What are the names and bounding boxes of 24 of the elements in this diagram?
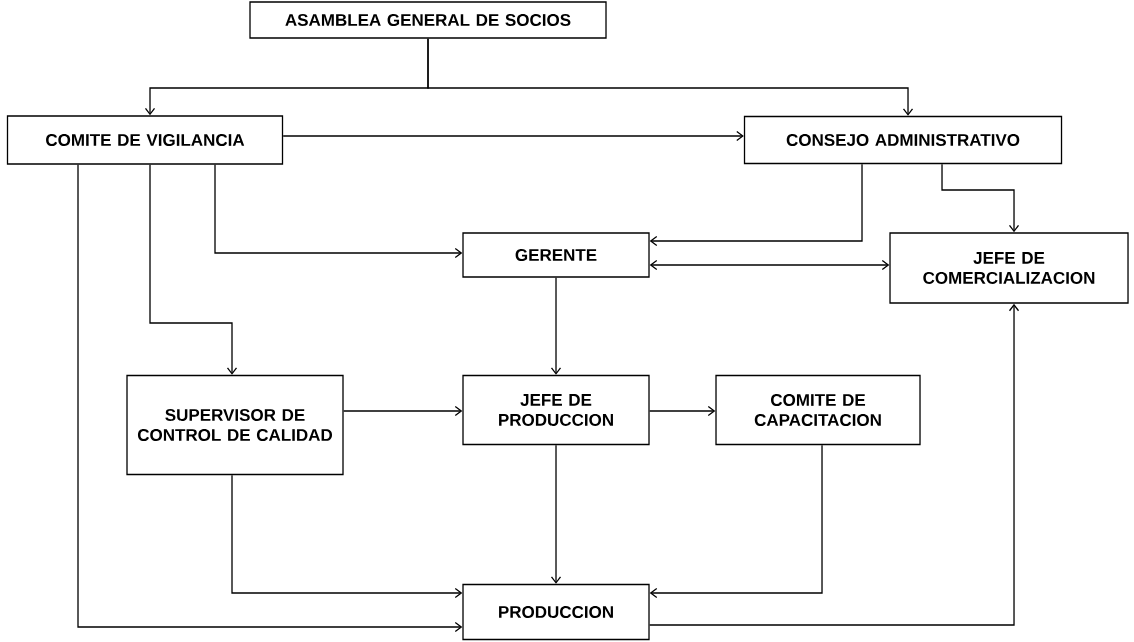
arrow: [149, 164, 238, 375]
arrow: [427, 38, 914, 116]
arrow: [343, 405, 463, 417]
org-box: GERENTE: [462, 232, 650, 278]
arrow: [649, 163, 863, 247]
arrow: [214, 164, 463, 259]
arrow: [649, 444, 823, 599]
arrow: [550, 277, 562, 375]
arrow: [550, 444, 562, 584]
org-box: COMITE DE CAPACITACION: [715, 374, 921, 446]
org-box: ASAMBLEA GENERAL DE SOCIOS: [249, 1, 607, 39]
org-box: COMITE DE VIGILANCIA: [6, 115, 284, 165]
arrow: [649, 259, 890, 271]
org-box: JEFE DE PRODUCCION: [462, 374, 650, 446]
org-box: SUPERVISOR DE CONTROL DE CALIDAD: [126, 374, 344, 476]
arrow: [941, 163, 1020, 233]
arrow: [231, 474, 463, 599]
arrow: [77, 164, 463, 633]
org-box: PRODUCCION: [462, 583, 650, 641]
org-box: JEFE DE COMERCIALIZACION: [889, 232, 1129, 304]
org-box: CONSEJO ADMINISTRATIVO: [743, 115, 1063, 165]
arrow: [649, 303, 1020, 626]
arrow: [282, 130, 744, 142]
arrow: [649, 405, 716, 417]
